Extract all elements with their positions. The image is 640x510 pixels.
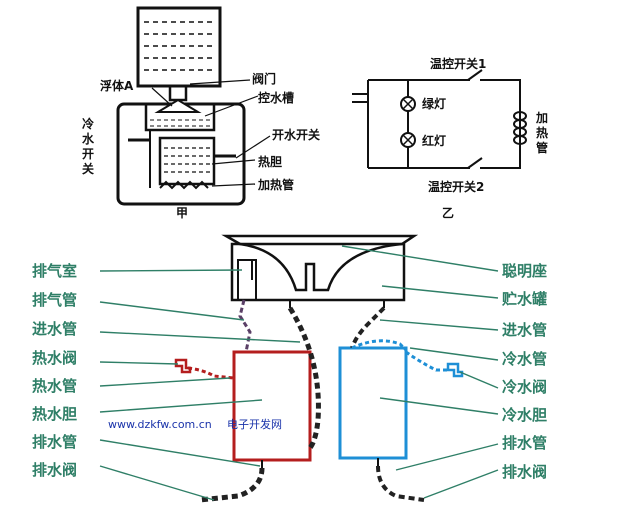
dispenser-body <box>116 102 246 206</box>
label-inlet-pipe-left: 进水管 <box>32 320 77 338</box>
label-cold-pipe: 冷水管 <box>502 350 547 368</box>
label-green-lamp: 绿灯 <box>422 96 446 111</box>
label-thermo1: 温控开关1 <box>430 56 486 71</box>
label-drain-valve-left: 排水阀 <box>32 461 77 479</box>
caption-jia: 甲 <box>176 206 188 220</box>
label-exhaust-pipe: 排气管 <box>32 291 77 309</box>
hot-valve-icon <box>174 358 192 374</box>
jia-leaders <box>151 79 271 187</box>
label-exhaust-chamber: 排气室 <box>32 262 77 280</box>
diagram-yi: 温控开关1 温控开关2 绿灯 红灯 加热管 乙 <box>352 56 548 220</box>
label-drain-pipe-right: 排水管 <box>502 434 547 452</box>
cold-valve-icon <box>446 362 464 378</box>
hot-valve-pipe <box>187 366 235 380</box>
label-heater-yi: 加热管 <box>535 110 548 155</box>
heater-coil-icon <box>513 111 527 145</box>
float-body <box>154 98 202 113</box>
label-inlet-pipe-right: 进水管 <box>502 321 547 339</box>
label-red-lamp: 红灯 <box>422 133 446 148</box>
bottle-neck <box>168 84 188 102</box>
label-hot-valve: 热水阀 <box>32 349 77 367</box>
bottle-water-dashes <box>144 21 214 71</box>
water-bottle <box>136 6 222 88</box>
label-heater: 加热管 <box>257 177 294 192</box>
label-tank: 控水槽 <box>258 90 294 105</box>
exhaust-chamber <box>237 259 257 300</box>
label-cold-switch: 冷水开关 <box>82 116 95 176</box>
cold-drain-pipe <box>376 465 425 502</box>
diagram-jia: 浮体A 阀门 控水槽 开水开关 热胆 加热管 冷水开关 甲 <box>82 6 320 220</box>
bottom-leaders <box>99 245 499 501</box>
label-reservoir: 贮水罐 <box>501 290 547 308</box>
label-drain-valve-right: 排水阀 <box>502 463 547 481</box>
label-cold-valve: 冷水阀 <box>502 378 547 396</box>
hot-tank-water <box>164 147 210 173</box>
label-drain-pipe-left: 排水管 <box>32 433 77 451</box>
bottom-left-labels: 排气室 排气管 进水管 热水阀 热水管 热水胆 排水管 排水阀 <box>32 262 77 479</box>
label-hot-tank-bottom: 热水胆 <box>32 405 77 423</box>
cold-water-tank <box>338 346 408 460</box>
label-thermo2: 温控开关2 <box>428 179 484 194</box>
exhaust-pipe <box>238 299 252 353</box>
heater-coil <box>159 180 209 190</box>
watermark-name: 电子开发网 <box>227 417 282 431</box>
cold-valve-pipe <box>405 350 448 372</box>
caption-yi: 乙 <box>442 206 454 220</box>
label-hot-tank: 热胆 <box>258 154 282 169</box>
label-cold-tank: 冷水胆 <box>502 406 547 424</box>
plug-icon <box>352 93 368 103</box>
bottom-right-labels: 聪明座 贮水罐 进水管 冷水管 冷水阀 冷水胆 排水管 排水阀 <box>501 262 547 481</box>
hot-water-tank <box>232 350 312 462</box>
hot-drain-pipe <box>199 467 265 503</box>
hot-tank <box>158 136 216 186</box>
thermo-switch-1-icon <box>467 69 483 81</box>
cold-water-pipe <box>351 339 408 352</box>
tank-water <box>150 119 210 127</box>
label-valve: 阀门 <box>252 71 276 86</box>
diagram-bottom: 排气室 排气管 进水管 热水阀 热水管 热水胆 排水管 排水阀 聪明座 贮水罐 … <box>32 234 547 503</box>
thermo-switch-2-icon <box>467 157 483 169</box>
label-hot-pipe: 热水管 <box>32 377 77 395</box>
reservoir-tank <box>230 242 406 302</box>
watermark-url: www.dzkfw.com.cn <box>108 418 212 431</box>
label-float: 浮体A <box>100 78 134 93</box>
cold-inlet-pipe <box>350 306 386 349</box>
label-open-switch: 开水开关 <box>272 127 320 142</box>
control-tank <box>144 104 216 132</box>
label-smart-seat: 聪明座 <box>502 262 547 280</box>
circuit-loop <box>368 79 521 169</box>
hot-inlet-pipe <box>287 306 321 450</box>
